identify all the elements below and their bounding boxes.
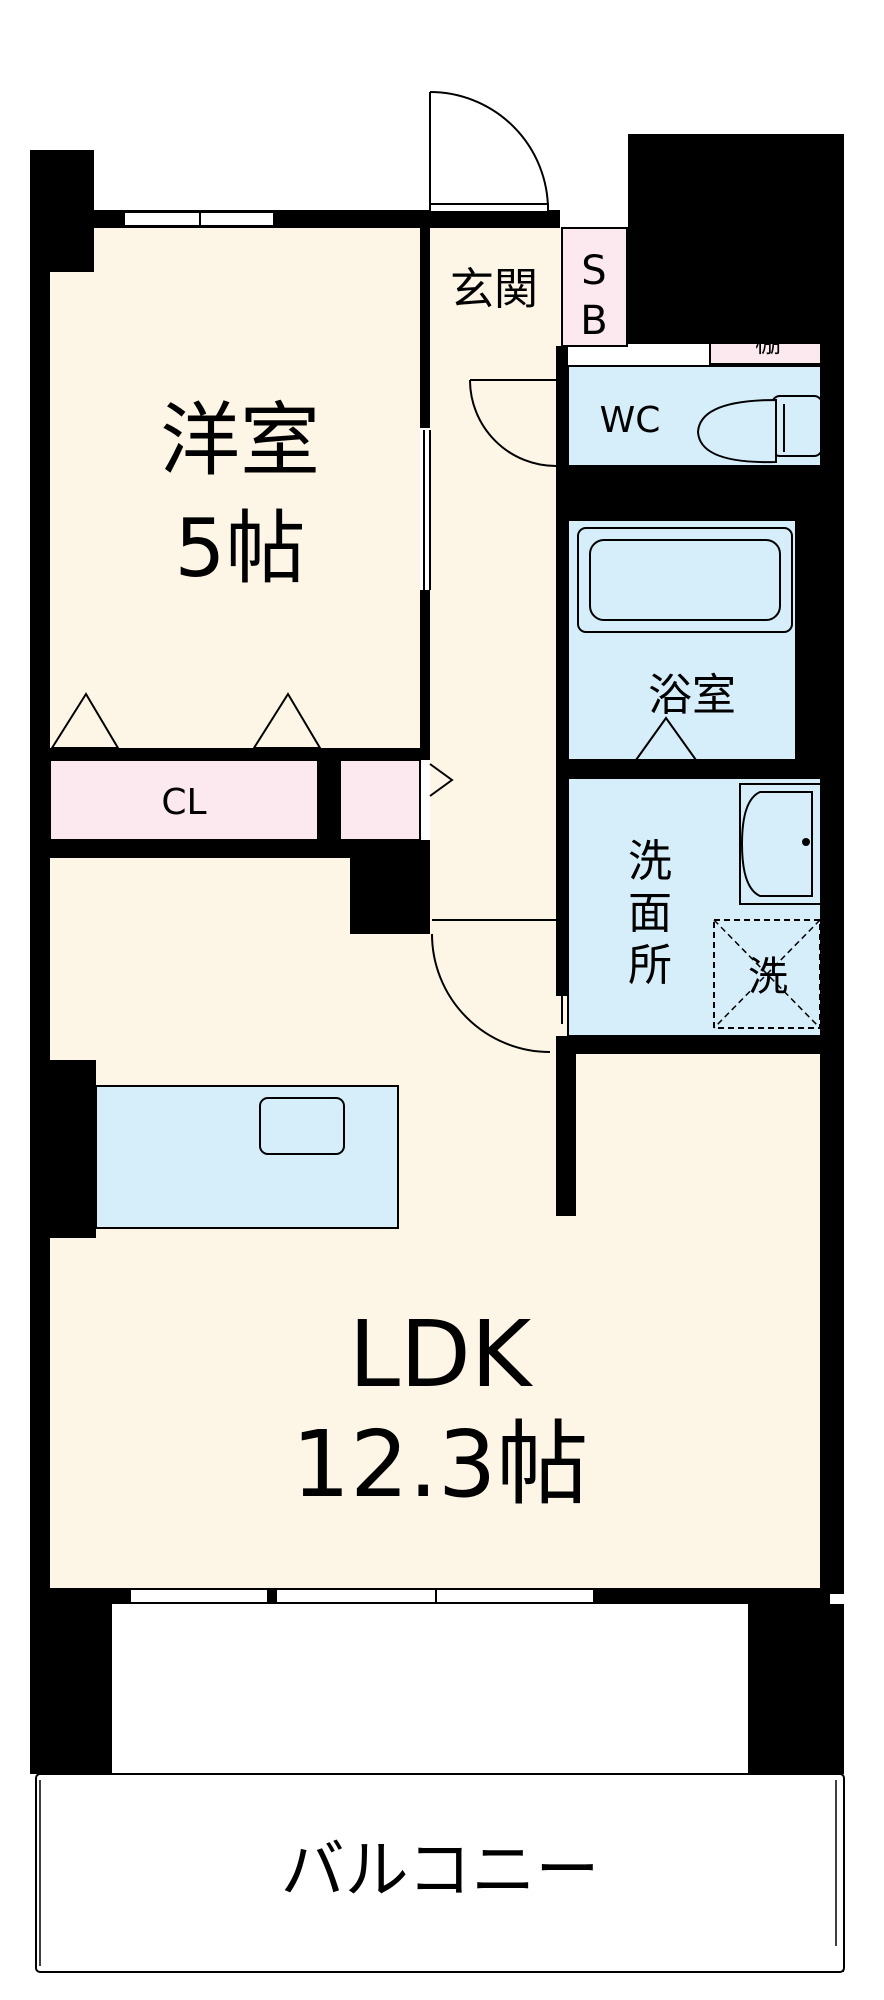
washing-machine-icon: [713, 919, 821, 1029]
washroom-label-3: 所: [628, 940, 672, 991]
doors: [423, 91, 563, 1053]
window-ldk-left: [129, 1588, 269, 1604]
bathtub-icon: [577, 527, 793, 633]
western-room-name: 洋室: [160, 394, 320, 487]
washer-label: 洗: [748, 954, 788, 1000]
ldk-door-swing: [431, 933, 551, 1053]
western-room-size: 5帖: [175, 502, 306, 595]
fixtures: [50, 395, 823, 1155]
front-door: [429, 91, 549, 213]
entrance-floor: [430, 228, 560, 358]
balcony-label: バルコニー: [281, 1834, 600, 1908]
shoe-box-label-b: B: [580, 298, 607, 344]
closet-label: CL: [161, 782, 206, 823]
wc-label: WC: [600, 400, 661, 441]
shoe-box-label-s: S: [581, 248, 606, 294]
toilet-icon: [696, 395, 823, 464]
wc-door-swing: [469, 379, 557, 467]
entrance-label: 玄関: [450, 264, 538, 315]
washroom-label-1: 洗: [628, 836, 672, 887]
shelf-label: 棚: [755, 329, 781, 359]
western-room-floor: [50, 228, 420, 748]
kitchen-sink-icon: [259, 1097, 345, 1155]
wash-basin-icon: [739, 783, 823, 905]
small-storage-area: [339, 759, 421, 841]
windows: [123, 211, 595, 1604]
ldk-size: 12.3帖: [292, 1411, 589, 1518]
ldk-name: LDK: [349, 1301, 534, 1408]
shoe-box-area: [561, 227, 628, 347]
washroom-label-2: 面: [628, 888, 672, 939]
kitchen-counter: [95, 1085, 399, 1229]
labels: 洋室 5帖 CL 玄関 S B 棚 WC 浴室 洗 面 所 洗 LDK 12.3…: [160, 248, 788, 1908]
bathroom-label: 浴室: [648, 670, 736, 721]
balcony-area: [35, 1773, 845, 1973]
walls: [30, 134, 844, 1972]
storage-areas: [49, 227, 829, 841]
closet-area: [49, 759, 319, 841]
